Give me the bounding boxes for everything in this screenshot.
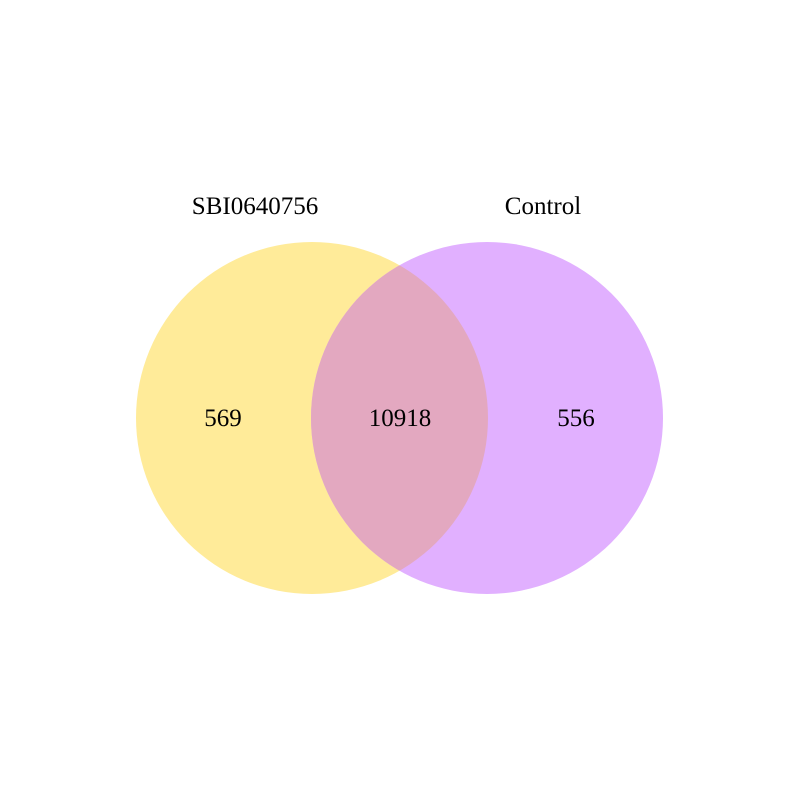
count-sbi0640756-only: 569 bbox=[204, 405, 242, 432]
count-intersection: 10918 bbox=[369, 405, 432, 432]
set-label-control: Control bbox=[505, 193, 581, 220]
count-control-only: 556 bbox=[557, 405, 595, 432]
set-label-sbi0640756: SBI0640756 bbox=[192, 193, 318, 220]
intersection-region bbox=[311, 242, 488, 594]
